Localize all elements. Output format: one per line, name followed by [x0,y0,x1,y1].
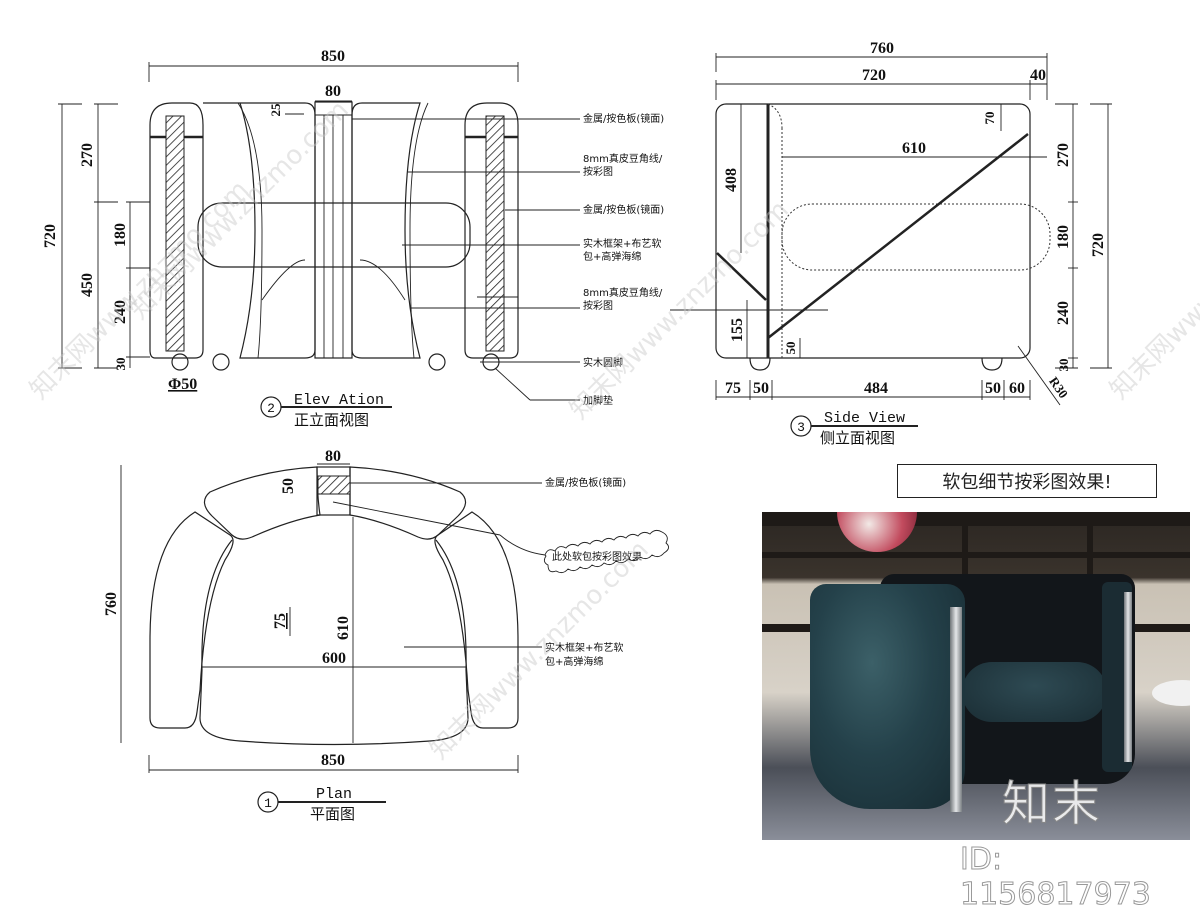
svg-text:按彩图: 按彩图 [583,299,613,312]
svg-text:760: 760 [103,592,120,616]
svg-text:50: 50 [280,478,297,494]
svg-text:30: 30 [1056,359,1071,372]
svg-text:1: 1 [264,796,272,811]
elevation-title-cn: 正立面视图 [294,411,369,429]
svg-text:2: 2 [267,401,275,416]
svg-text:此处软包按彩图效果: 此处软包按彩图效果 [552,550,642,563]
svg-text:Φ50: Φ50 [168,376,197,393]
svg-text:金属/按色板(镜面): 金属/按色板(镜面) [583,203,664,216]
svg-text:8mm真皮豆角线/: 8mm真皮豆角线/ [583,286,663,299]
svg-text:3: 3 [797,420,805,435]
svg-text:610: 610 [335,616,352,640]
svg-text:484: 484 [864,380,888,397]
svg-text:240: 240 [112,300,129,324]
svg-text:408: 408 [723,168,740,192]
chair-seat [962,662,1107,722]
svg-text:25: 25 [268,103,283,117]
dim-overall-width: 850 [321,48,345,65]
svg-text:按彩图: 按彩图 [583,165,613,178]
svg-text:加脚垫: 加脚垫 [583,394,613,407]
plan-view: 80 50 610 600 75 760 850 金属/按色板(镜面) 此处软包… [103,448,669,823]
svg-text:720: 720 [42,224,59,248]
metal-strip-right [1124,592,1132,762]
svg-text:720: 720 [862,67,886,84]
svg-text:760: 760 [870,40,894,57]
svg-text:240: 240 [1055,301,1072,325]
plan-title-cn: 平面图 [310,805,355,823]
svg-text:50: 50 [985,380,1001,397]
svg-text:8mm真皮豆角线/: 8mm真皮豆角线/ [583,152,663,165]
svg-text:金属/按色板(镜面): 金属/按色板(镜面) [545,476,626,489]
svg-text:180: 180 [1055,225,1072,249]
side-table [1152,680,1190,706]
shelf [762,552,1190,558]
svg-text:720: 720 [1090,233,1107,257]
chair-arm-left [810,584,965,809]
shelf [762,512,1190,526]
side-view: 760 720 40 408 610 70 155 50 [670,40,1112,447]
svg-text:70: 70 [982,112,997,125]
reference-photo [762,512,1190,840]
metal-strip-left [950,607,962,812]
svg-text:270: 270 [1055,143,1072,167]
svg-text:50: 50 [753,380,769,397]
vase [837,512,917,552]
elevation-title-en: Elev Ation [294,392,384,409]
svg-text:包+高弹海绵: 包+高弹海绵 [583,250,641,263]
note-metal-panel: 金属/按色板(镜面) [583,112,664,125]
svg-text:610: 610 [902,140,926,157]
svg-text:包+高弹海绵: 包+高弹海绵 [545,655,603,668]
svg-text:155: 155 [729,318,746,342]
svg-text:R30: R30 [1046,374,1071,401]
svg-text:实木圆脚: 实木圆脚 [583,356,623,369]
reference-caption: 软包细节按彩图效果! [897,464,1157,498]
elevation-view: 850 80 25 [42,48,664,429]
svg-text:850: 850 [321,752,345,769]
svg-text:40: 40 [1030,67,1046,84]
watermark-id: ID: 1156817973 [960,842,1152,912]
watermark-brand: 知末 [1001,776,1103,833]
svg-text:75: 75 [272,613,289,629]
svg-text:实木框架+布艺软: 实木框架+布艺软 [545,641,623,654]
plan-title-en: Plan [316,786,352,803]
svg-text:180: 180 [112,223,129,247]
side-view-title-cn: 侧立面视图 [820,429,895,447]
svg-text:270: 270 [79,143,96,167]
svg-text:30: 30 [113,358,128,371]
svg-text:80: 80 [325,448,341,465]
side-view-title-en: Side View [824,410,905,427]
svg-text:60: 60 [1009,380,1025,397]
svg-text:50: 50 [783,342,798,355]
svg-text:实木框架+布艺软: 实木框架+布艺软 [583,237,661,250]
svg-text:600: 600 [322,650,346,667]
svg-text:450: 450 [79,273,96,297]
svg-text:75: 75 [725,380,741,397]
svg-text:80: 80 [325,83,341,100]
